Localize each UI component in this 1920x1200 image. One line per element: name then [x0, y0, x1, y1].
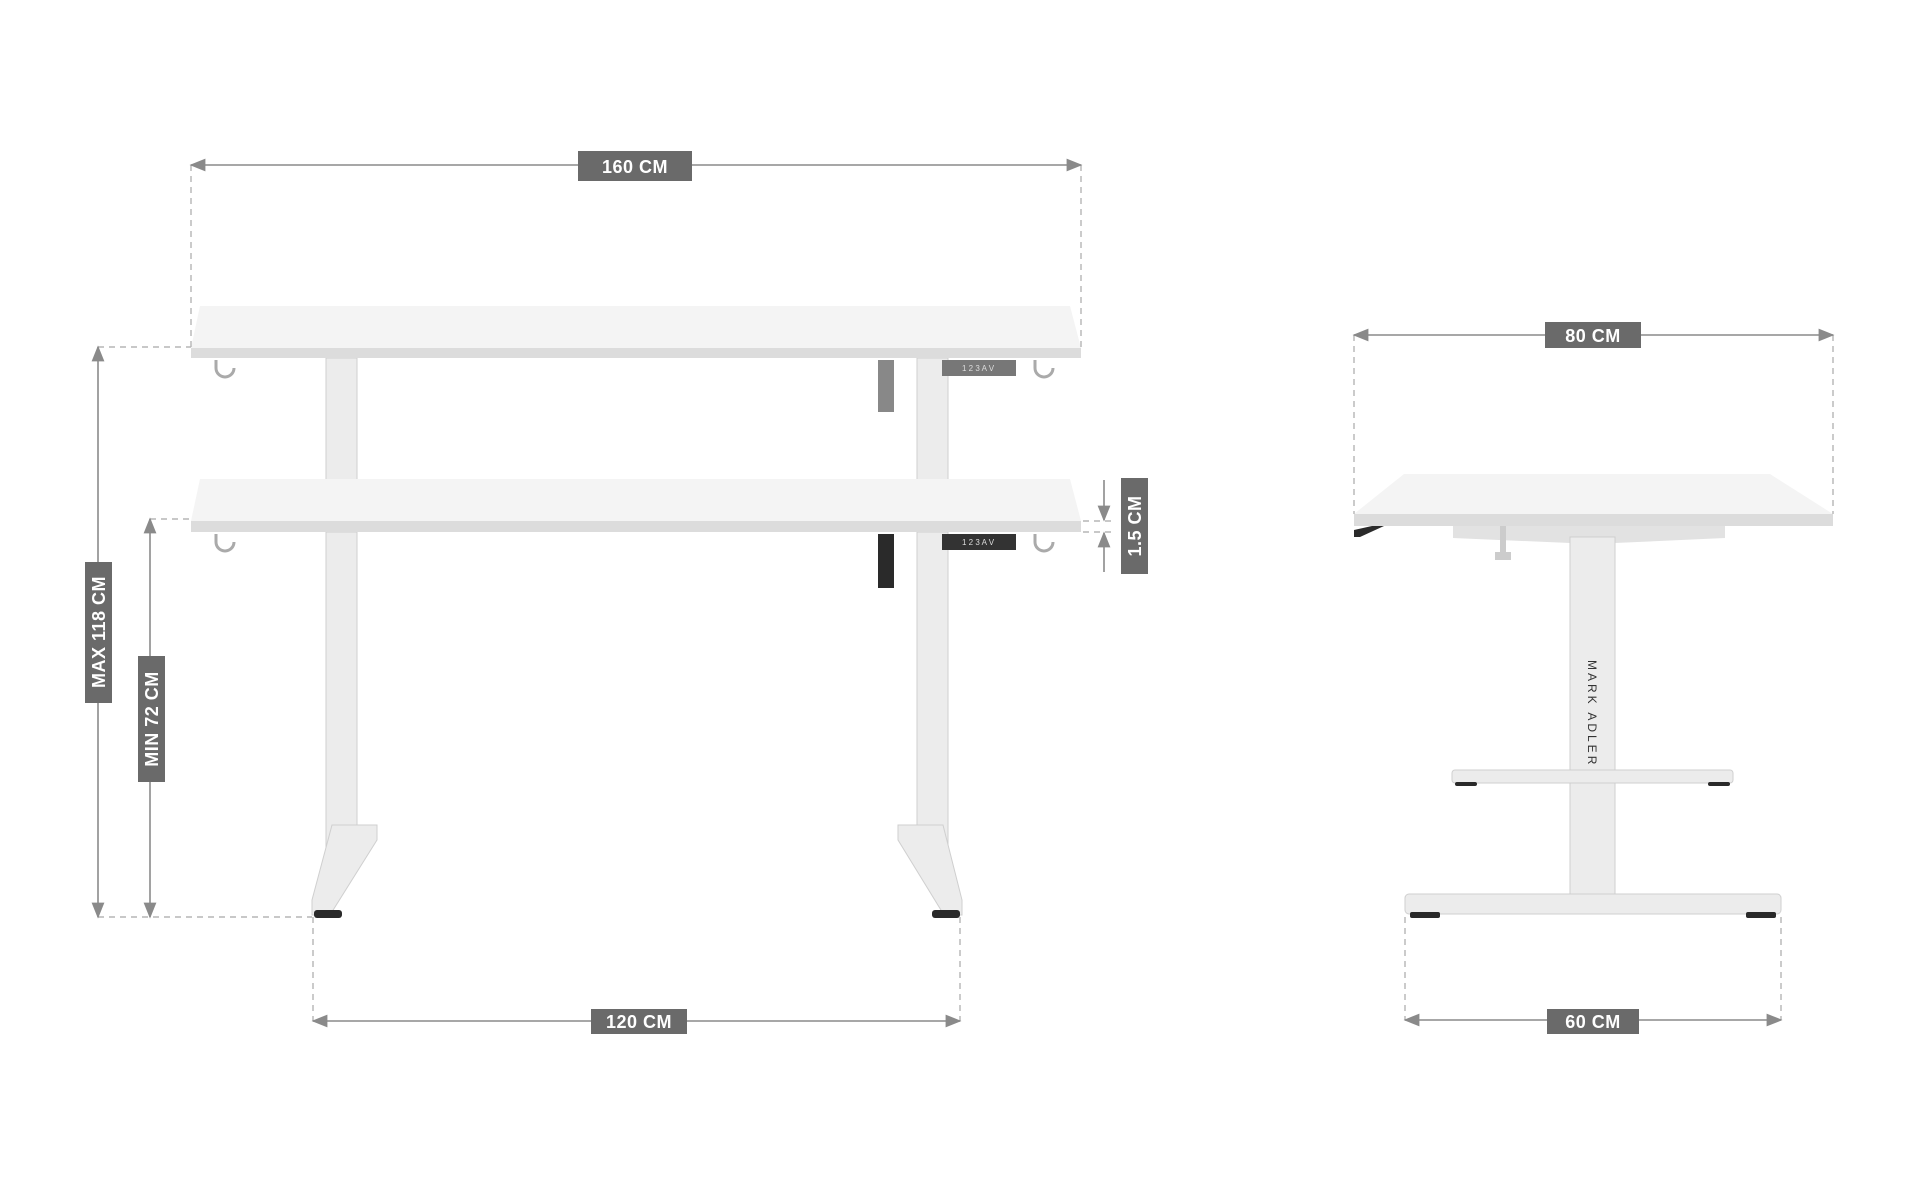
dimension-foot-depth: 60 CM	[1403, 917, 1783, 1034]
label-depth: 80 CM	[1565, 326, 1621, 346]
label-leg-span: 120 CM	[606, 1012, 672, 1032]
dimension-leg-span: 120 CM	[311, 917, 962, 1034]
label-width-top: 160 CM	[602, 157, 668, 177]
label-foot-depth: 60 CM	[1565, 1012, 1621, 1032]
control-panel-buttons: 1 2 3 A V	[962, 364, 995, 373]
hook-icon	[1033, 360, 1055, 379]
side-view-desk: MARK ADLER	[1354, 474, 1833, 918]
front-view-lowered-desk: 1 2 3 A V	[191, 479, 1081, 918]
label-max-height: MAX 118 CM	[89, 576, 109, 688]
brand-logo: MARK ADLER	[1585, 660, 1599, 767]
control-panel	[942, 534, 1016, 550]
front-view-raised-desk: 1 2 3 A V	[191, 306, 1081, 481]
dimension-width-top: 160 CM	[189, 151, 1083, 348]
dimension-thickness: 1.5 CM	[1083, 478, 1148, 574]
hook-icon	[1033, 534, 1055, 553]
control-panel-buttons: 1 2 3 A V	[962, 538, 995, 547]
dimension-min-height: MIN 72 CM	[138, 517, 191, 919]
dimension-max-height: MAX 118 CM	[85, 345, 312, 919]
control-panel	[942, 360, 1016, 376]
label-thickness: 1.5 CM	[1125, 495, 1145, 556]
hook-icon	[214, 534, 236, 553]
label-min-height: MIN 72 CM	[142, 671, 162, 767]
dimension-depth: 80 CM	[1352, 322, 1835, 514]
hook-icon	[214, 360, 236, 379]
